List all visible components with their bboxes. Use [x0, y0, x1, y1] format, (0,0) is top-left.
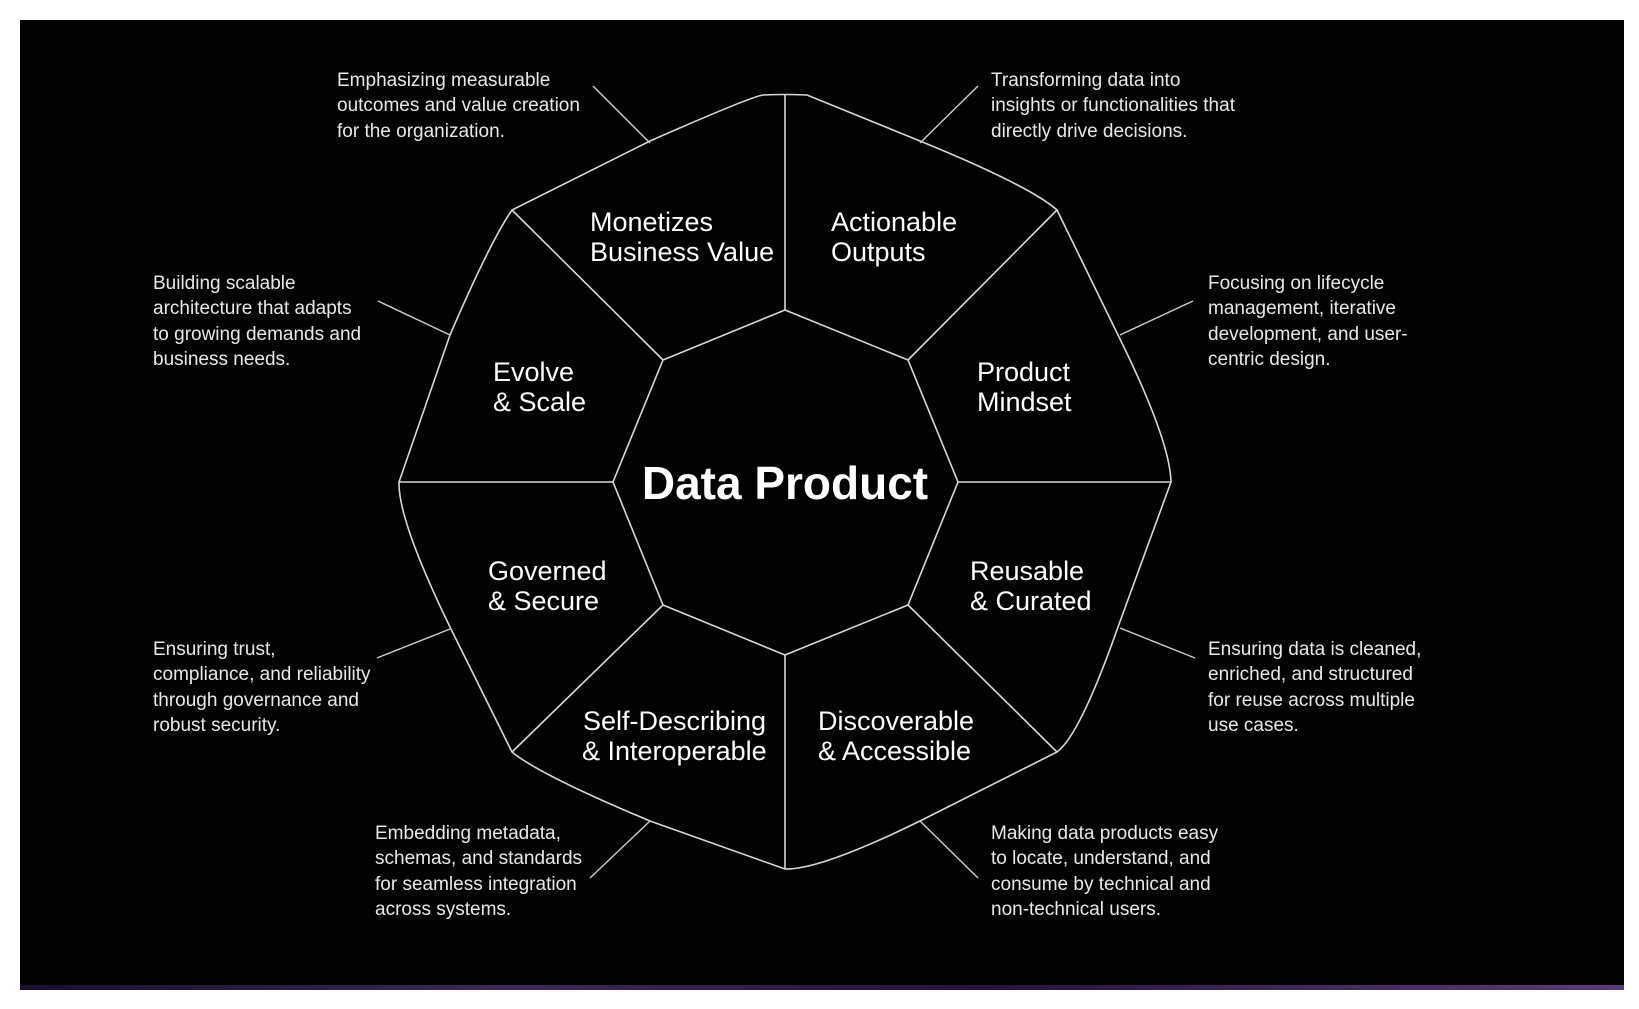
segment-label-line2: & Curated: [970, 586, 1092, 616]
outer-octagon: [398, 93, 1172, 870]
segment-self-describing: Self-Describing & Interoperable: [582, 706, 767, 766]
description-evolve: Building scalable architecture that adap…: [153, 273, 362, 370]
segment-label-line1: Actionable: [831, 207, 957, 237]
segment-label-line1: Evolve: [493, 357, 574, 387]
center-title: Data Product: [642, 457, 928, 509]
segment-governed: Governed & Secure: [488, 556, 607, 616]
description-product-mindset: Focusing on lifecycle management, iterat…: [1208, 273, 1408, 370]
segment-monetizes: Monetizes Business Value: [590, 207, 774, 267]
segment-label-line1: Self-Describing: [583, 706, 766, 736]
spokes: [399, 95, 1171, 869]
segment-actionable: Actionable Outputs: [831, 207, 957, 267]
segment-product-mindset: Product Mindset: [977, 357, 1072, 417]
segment-label-line2: & Interoperable: [582, 736, 767, 766]
segment-label-line2: Outputs: [831, 237, 926, 267]
segment-evolve: Evolve & Scale: [493, 357, 586, 417]
description-monetizes: Emphasizing measurable outcomes and valu…: [337, 70, 580, 142]
segment-label-line2: & Scale: [493, 387, 586, 417]
segment-label-line1: Monetizes: [590, 207, 713, 237]
octagon-diagram: Data Product Monetizes Business Value Ac…: [376, 85, 1196, 879]
segment-label-line2: Business Value: [590, 237, 774, 267]
segment-label-line1: Product: [977, 357, 1071, 387]
segment-label-line2: & Secure: [488, 586, 599, 616]
description-reusable: Ensuring data is cleaned, enriched, and …: [1208, 639, 1422, 736]
description-self-describing: Embedding metadata, schemas, and standar…: [375, 823, 583, 920]
segment-label-line1: Discoverable: [818, 706, 974, 736]
diagram-canvas: Data Product Monetizes Business Value Ac…: [20, 20, 1624, 990]
segment-label-line2: Mindset: [977, 387, 1072, 417]
leader-lines: [376, 85, 1196, 879]
bottom-glow-strip: [20, 985, 1624, 990]
segment-label-line1: Reusable: [970, 556, 1084, 586]
description-governed: Ensuring trust, compliance, and reliabil…: [153, 639, 371, 736]
segment-label-line1: Governed: [488, 556, 607, 586]
segment-label-line2: & Accessible: [818, 736, 971, 766]
description-actionable: Transforming data into insights or funct…: [991, 70, 1235, 142]
segment-discoverable: Discoverable & Accessible: [818, 706, 974, 766]
segment-reusable: Reusable & Curated: [970, 556, 1092, 616]
description-discoverable: Making data products easy to locate, und…: [991, 823, 1219, 920]
